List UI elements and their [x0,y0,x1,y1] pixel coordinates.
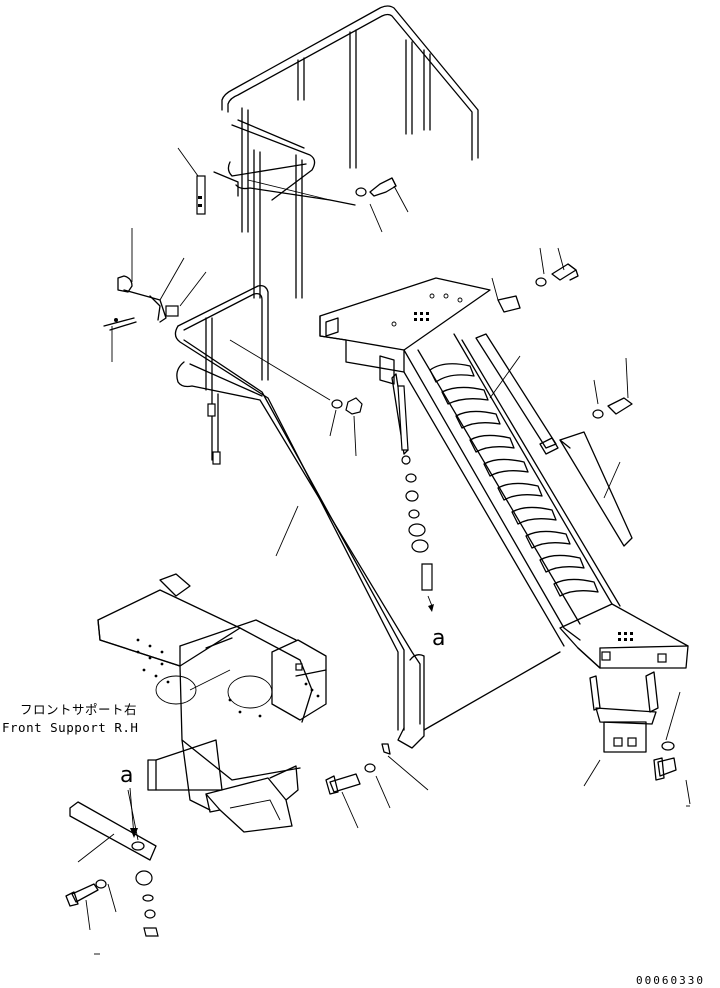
upper-bolt-set [355,177,397,197]
side-cover-plates [475,333,633,547]
upper-handrail [196,5,479,299]
top-right-bolt-set [535,263,579,287]
view-marker-label: a [120,763,133,788]
part-label-english: Front Support R.H [2,720,138,735]
view-marker-arrow-label: a [432,626,445,651]
center-bottom-bolts [325,743,391,795]
middle-nut-set [331,397,363,415]
chain-hook-parts [103,275,179,331]
stairway [319,277,689,731]
part-caption: フロントサポート右 Front Support R.H [2,702,138,735]
stair-handrail [174,284,425,749]
leader-lines [77,147,691,955]
drawing-code: 00060330 [636,974,705,987]
view-marker-arrow: a [432,626,445,651]
bottom-left-plate [65,801,159,937]
front-support-frame [97,573,327,833]
view-marker: a [120,763,138,838]
right-lower-bracket [589,671,677,781]
part-label-japanese: フロントサポート右 [20,702,137,717]
damper-stack [391,373,434,612]
